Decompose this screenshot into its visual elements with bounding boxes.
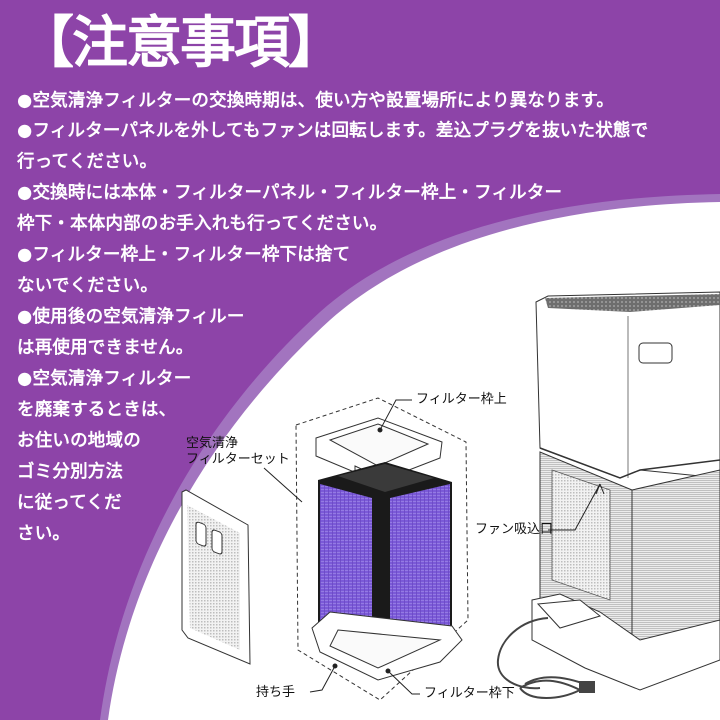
note-line: ●使用後の空気清浄フィルー <box>17 307 245 327</box>
note-line: ないでください。 <box>17 276 159 296</box>
page-title: 【注意事項】 <box>18 11 344 76</box>
filter-panel <box>181 489 251 665</box>
leader-lines <box>263 399 605 695</box>
filter-cartridge <box>318 462 452 646</box>
note-line: ●交換時には本体・フィルターパネル・フィルター枠上・フィルター <box>17 183 563 203</box>
filter-frame-top <box>315 417 443 489</box>
label-fan-intake: ファン吸込口 <box>475 522 554 537</box>
note-line: に従ってくだ <box>17 493 122 513</box>
label-filter-frame-bottom: フィルター枠下 <box>424 686 515 701</box>
note-line: ●フィルターパネルを外してもファンは回転します。差込プラグを抜いた状態で <box>17 121 649 141</box>
note-line: お住いの地域の <box>17 431 141 451</box>
label-filter-set-line1: 空気清浄 <box>186 436 239 451</box>
filter-frame-bottom <box>311 611 463 681</box>
note-line: ゴミ分別方法 <box>17 462 124 482</box>
note-line: ●空気清浄フィルター <box>17 369 192 389</box>
label-filter-frame-top: フィルター枠上 <box>416 392 507 407</box>
filter-set-outline <box>295 397 469 701</box>
note-line: を廃棄するときは、 <box>17 400 177 420</box>
note-line: 行ってください。 <box>17 152 158 172</box>
power-cord <box>496 617 595 699</box>
note-line: は再使用できません。 <box>17 338 194 358</box>
note-line: 枠下・本体内部のお手入れも行ってください。 <box>17 214 388 234</box>
note-line: さい。 <box>17 524 71 544</box>
note-line: ●フィルター枠上・フィルター枠下は捨て <box>17 245 351 265</box>
note-line: ●空気清浄フィルターの交換時期は、使い方や設置場所により異なります。 <box>17 91 615 111</box>
label-filter-set-line2: フィルターセット <box>186 452 290 467</box>
label-handle: 持ち手 <box>256 685 296 700</box>
air-purifier-unit <box>531 291 720 691</box>
